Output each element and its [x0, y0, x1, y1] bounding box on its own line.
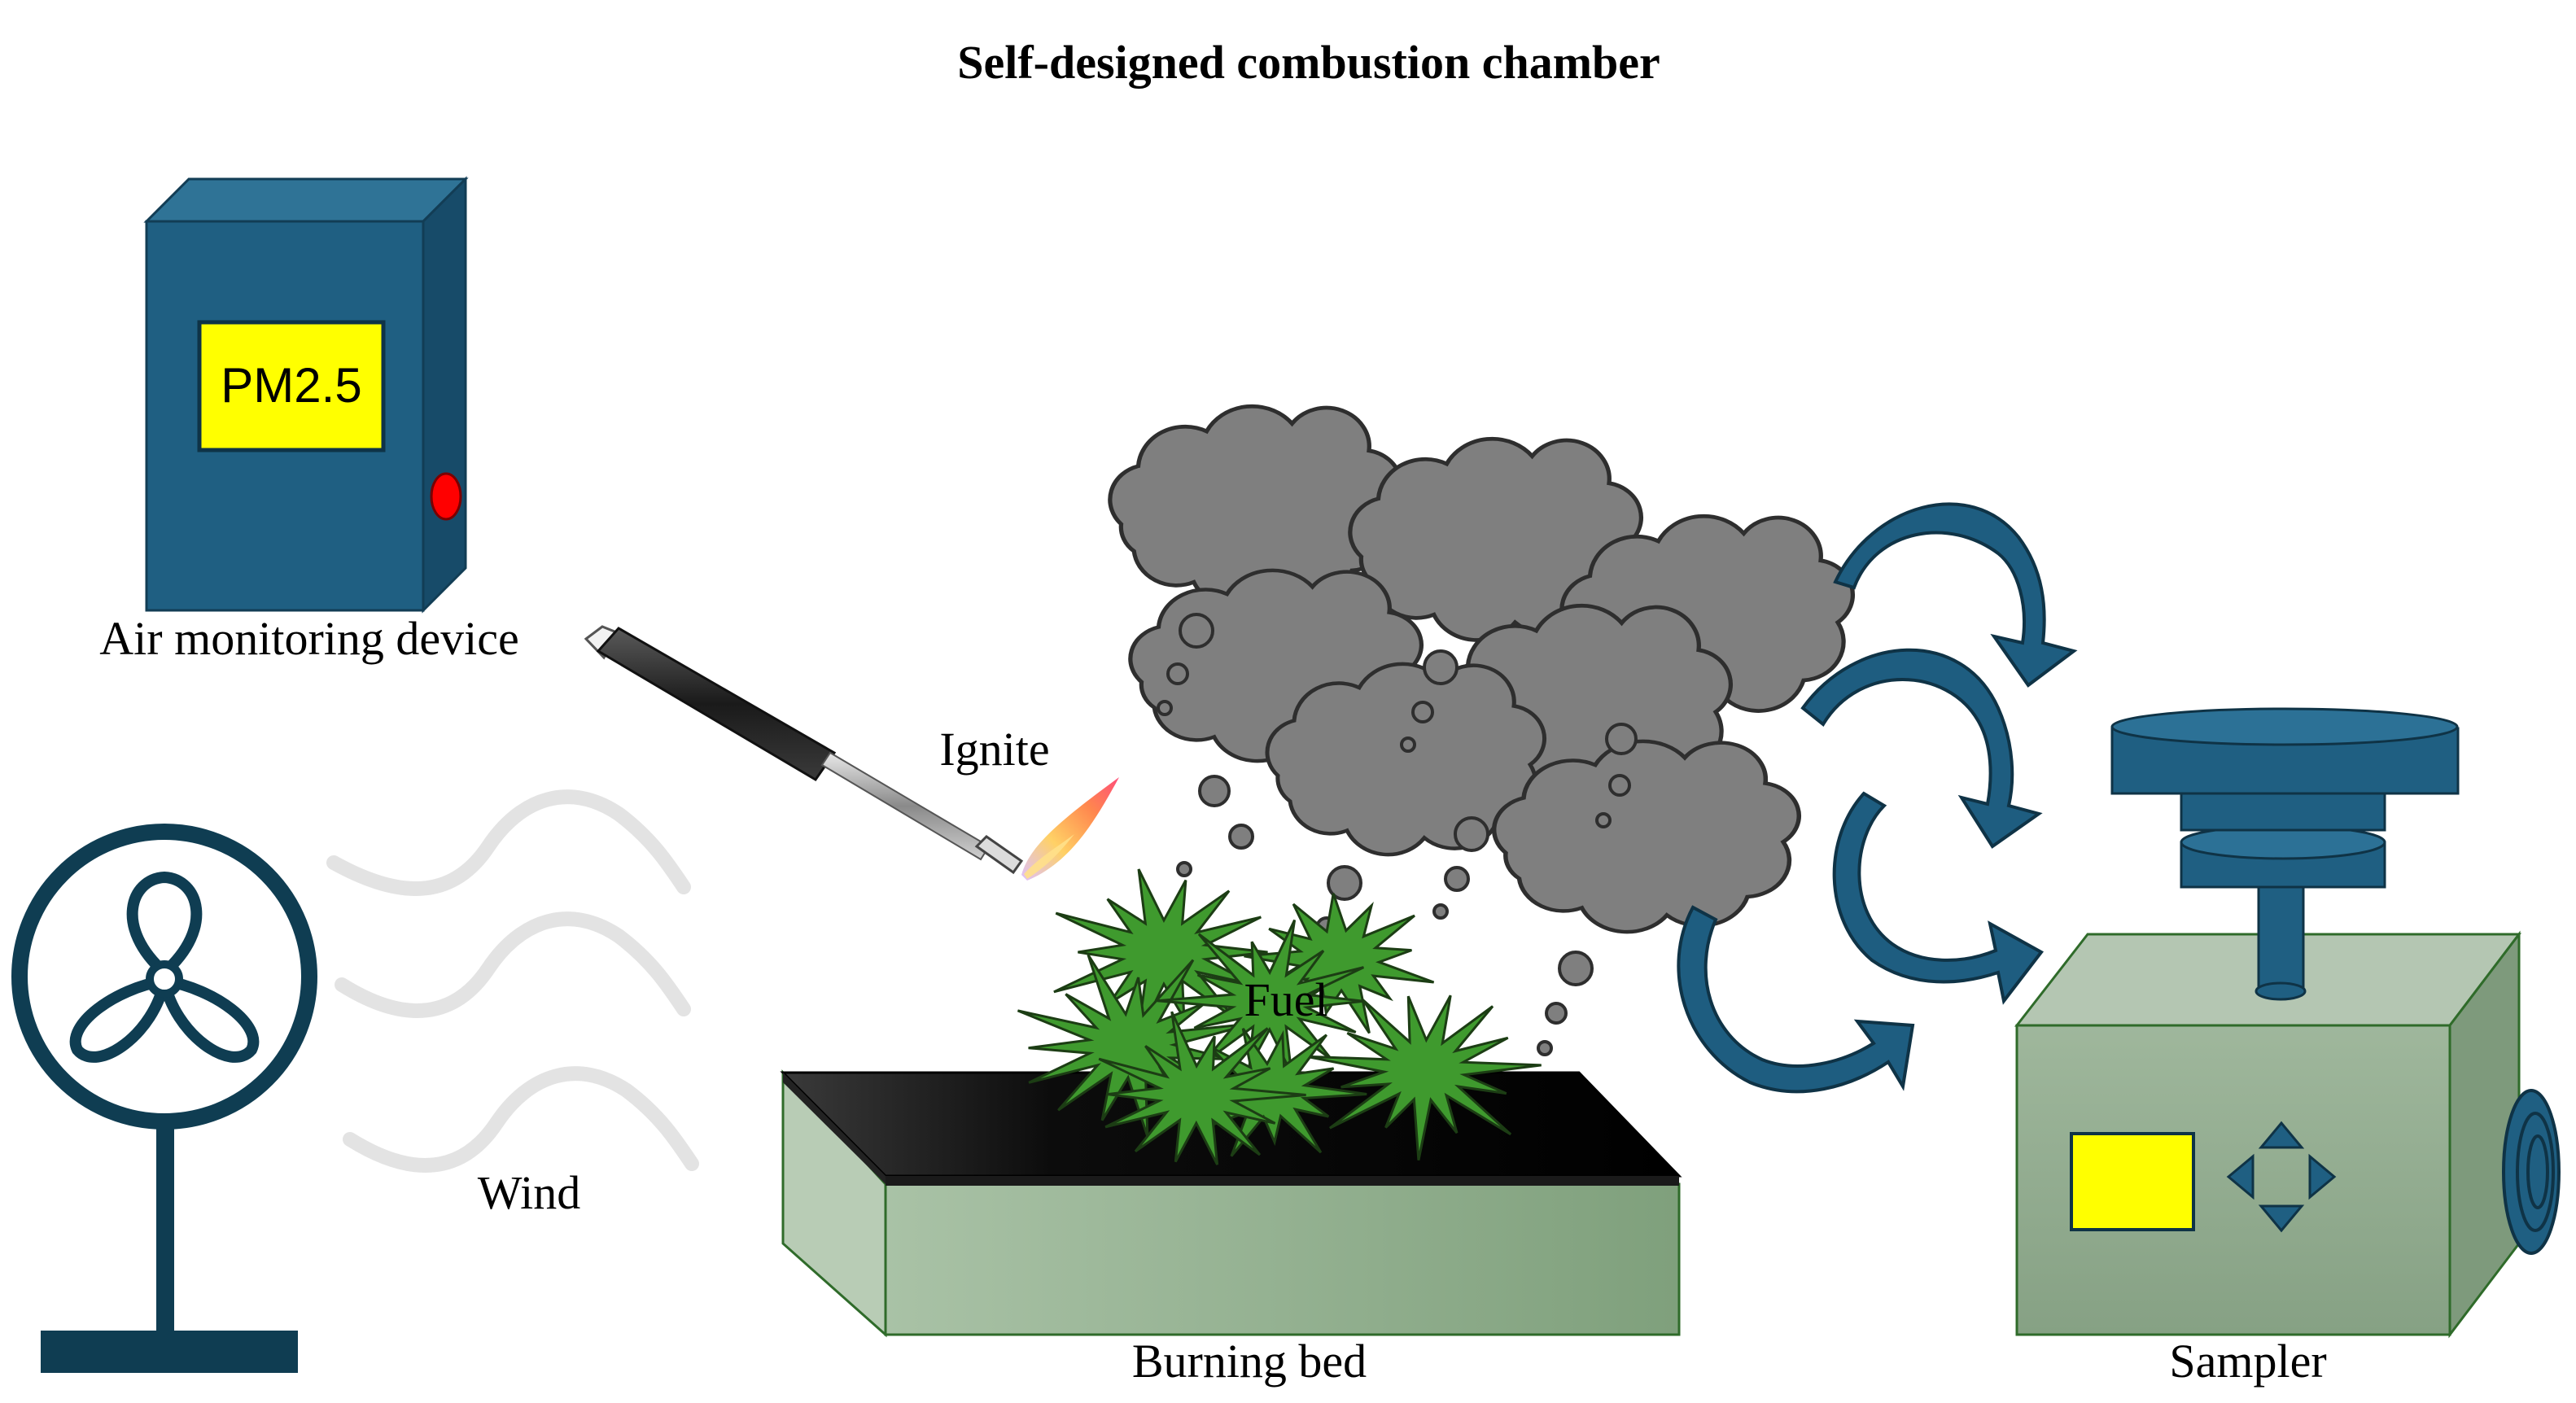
sampler-inlet-port	[2502, 1089, 2561, 1255]
ignite-label: Ignite	[939, 723, 1049, 776]
fuel-burst	[1244, 893, 1435, 1034]
fuel-burst	[1098, 1011, 1306, 1165]
fuel-label: Fuel	[1244, 973, 1327, 1026]
diagram-title: Self-designed combustion chamber	[957, 36, 1660, 89]
sampler	[2014, 707, 2561, 1339]
pm-display-label: PM2.5	[221, 358, 361, 413]
lighter-icon	[584, 625, 1024, 875]
power-indicator-light	[430, 472, 462, 521]
fuel-burst	[1306, 994, 1542, 1160]
fan-icon	[11, 824, 317, 1373]
flame-icon	[1021, 777, 1119, 881]
sampler-display-screen	[2070, 1132, 2195, 1231]
air-monitor-label: Air monitoring device	[99, 612, 518, 665]
air-monitoring-device: PM2.5	[143, 176, 469, 614]
wind-lines	[326, 789, 699, 1173]
burning-bed-label: Burning bed	[1132, 1335, 1367, 1388]
direction-pad-icon	[2226, 1121, 2337, 1233]
smoke-particles	[1157, 613, 1638, 1056]
wind-label: Wind	[478, 1166, 581, 1219]
pm-display-screen	[197, 320, 386, 452]
sampler-label: Sampler	[2169, 1335, 2326, 1388]
fuel-pile	[1017, 868, 1542, 1165]
fuel-burst	[1017, 954, 1255, 1137]
circulation-arrow-icon	[1677, 502, 2078, 1094]
smoke-cloud-icon	[1110, 406, 1853, 932]
